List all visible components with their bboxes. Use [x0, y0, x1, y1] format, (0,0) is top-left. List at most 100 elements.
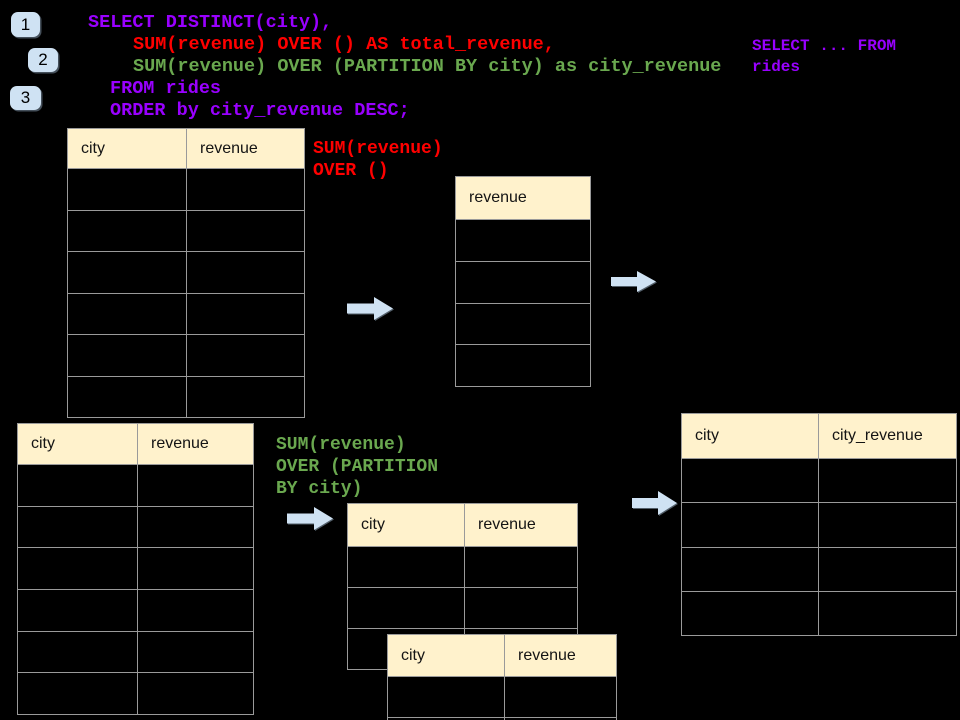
- table-cell: [464, 547, 577, 587]
- table-cell: [682, 459, 818, 502]
- table-cell: [464, 588, 577, 628]
- table-cell: [186, 210, 304, 251]
- table-cell: [137, 631, 253, 673]
- table-row: [18, 505, 253, 548]
- step-badge-label: 1: [20, 14, 31, 34]
- table-cell: [682, 548, 818, 591]
- table-cell: [818, 547, 956, 591]
- table-row: [18, 630, 253, 673]
- column-header-city: city: [81, 139, 105, 157]
- label-line: BY city): [276, 479, 363, 499]
- column-header-revenue: revenue: [469, 189, 527, 206]
- table-row: [456, 302, 590, 345]
- column-header-revenue: revenue: [464, 504, 577, 546]
- sql-line-from: FROM rides: [110, 78, 222, 99]
- table-cell: [68, 252, 186, 293]
- table-row: [348, 587, 577, 628]
- label-line: OVER (): [313, 161, 389, 181]
- sql-line-total-revenue: SUM(revenue) OVER () AS total_revenue,: [133, 34, 555, 55]
- table-cell: [137, 465, 253, 506]
- column-header-city-revenue: city_revenue: [818, 414, 956, 458]
- table-row: [456, 260, 590, 303]
- side-note-line: SELECT ... FROM: [752, 37, 897, 55]
- step-badge-3: 3: [10, 86, 41, 110]
- table-cell: [348, 588, 464, 628]
- column-header-city: city: [361, 516, 385, 533]
- table-cell: [682, 503, 818, 546]
- table-cell: [18, 590, 137, 631]
- table-row: [18, 672, 253, 715]
- table-row: [68, 251, 304, 293]
- table-row: [388, 676, 616, 717]
- table-cell: [68, 169, 186, 210]
- table-cell: [18, 632, 137, 673]
- table-row: [682, 546, 956, 591]
- table-cell: [186, 376, 304, 417]
- sql-line-order-by: ORDER by city_revenue DESC;: [110, 100, 410, 121]
- label-line: SUM(revenue): [276, 435, 406, 455]
- source-table-bottom: city revenue: [17, 423, 254, 716]
- table-cell: [137, 590, 253, 631]
- partition-table-2: city revenue: [387, 634, 617, 720]
- table-cell: [18, 465, 137, 506]
- table-cell: [456, 345, 590, 386]
- step-badge-label: 2: [38, 50, 48, 69]
- table-header-row: revenue: [456, 177, 590, 219]
- total-revenue-table: revenue: [455, 176, 591, 388]
- table-row: [18, 547, 253, 590]
- table-cell: [68, 377, 186, 418]
- table-row: [18, 589, 253, 631]
- side-note-line: rides: [752, 58, 801, 76]
- table-cell: [818, 459, 956, 503]
- table-row: [348, 546, 577, 587]
- table-cell: [818, 503, 956, 547]
- right-arrow-icon: [287, 507, 333, 530]
- label-line: SUM(revenue): [313, 139, 443, 159]
- table-row: [68, 168, 304, 210]
- table-cell: [456, 304, 590, 345]
- table-cell: [137, 506, 253, 548]
- table-cell: [18, 548, 137, 589]
- table-cell: [818, 591, 956, 636]
- table-row: [682, 590, 956, 636]
- source-table-top: city revenue: [67, 128, 305, 418]
- table-cell: [186, 252, 304, 293]
- table-header-row: city revenue: [18, 424, 253, 464]
- partition-table-1: city revenue: [347, 503, 578, 670]
- table-cell: [682, 592, 818, 635]
- sql-line-city-revenue: SUM(revenue) OVER (PARTITION BY city) as…: [133, 56, 722, 77]
- table-cell: [186, 293, 304, 334]
- column-header-revenue: revenue: [137, 424, 253, 464]
- step-badge-1: 1: [11, 12, 40, 37]
- right-arrow-icon: [632, 491, 677, 515]
- table-cell: [186, 169, 304, 210]
- table-row: [18, 464, 253, 506]
- table-cell: [68, 335, 186, 376]
- table-row: [68, 209, 304, 252]
- table-cell: [348, 547, 464, 587]
- table-cell: [18, 507, 137, 548]
- table-row: [68, 292, 304, 334]
- table-cell: [456, 220, 590, 261]
- city-revenue-result-table: city city_revenue: [681, 413, 957, 637]
- column-header-city: city: [695, 427, 719, 444]
- column-header-city: city: [401, 646, 425, 664]
- table-cell: [68, 211, 186, 252]
- column-header-revenue: revenue: [504, 635, 616, 676]
- table-cell: [18, 673, 137, 714]
- label-sum-over-total: SUM(revenue)OVER (): [313, 138, 443, 182]
- table-cell: [388, 677, 504, 717]
- table-cell: [137, 548, 253, 590]
- step-badge-2: 2: [28, 48, 58, 72]
- right-arrow-icon: [611, 271, 656, 292]
- table-cell: [456, 262, 590, 303]
- table-header-row: city revenue: [348, 504, 577, 546]
- sql-line-select: SELECT DISTINCT(city),: [88, 12, 333, 33]
- label-line: OVER (PARTITION: [276, 457, 439, 477]
- table-header-row: city city_revenue: [682, 414, 956, 458]
- table-row: [388, 717, 616, 720]
- table-header-row: city revenue: [388, 635, 616, 676]
- side-note-select-from: SELECT ... FROM rides: [752, 36, 896, 78]
- column-header-revenue: revenue: [186, 129, 304, 168]
